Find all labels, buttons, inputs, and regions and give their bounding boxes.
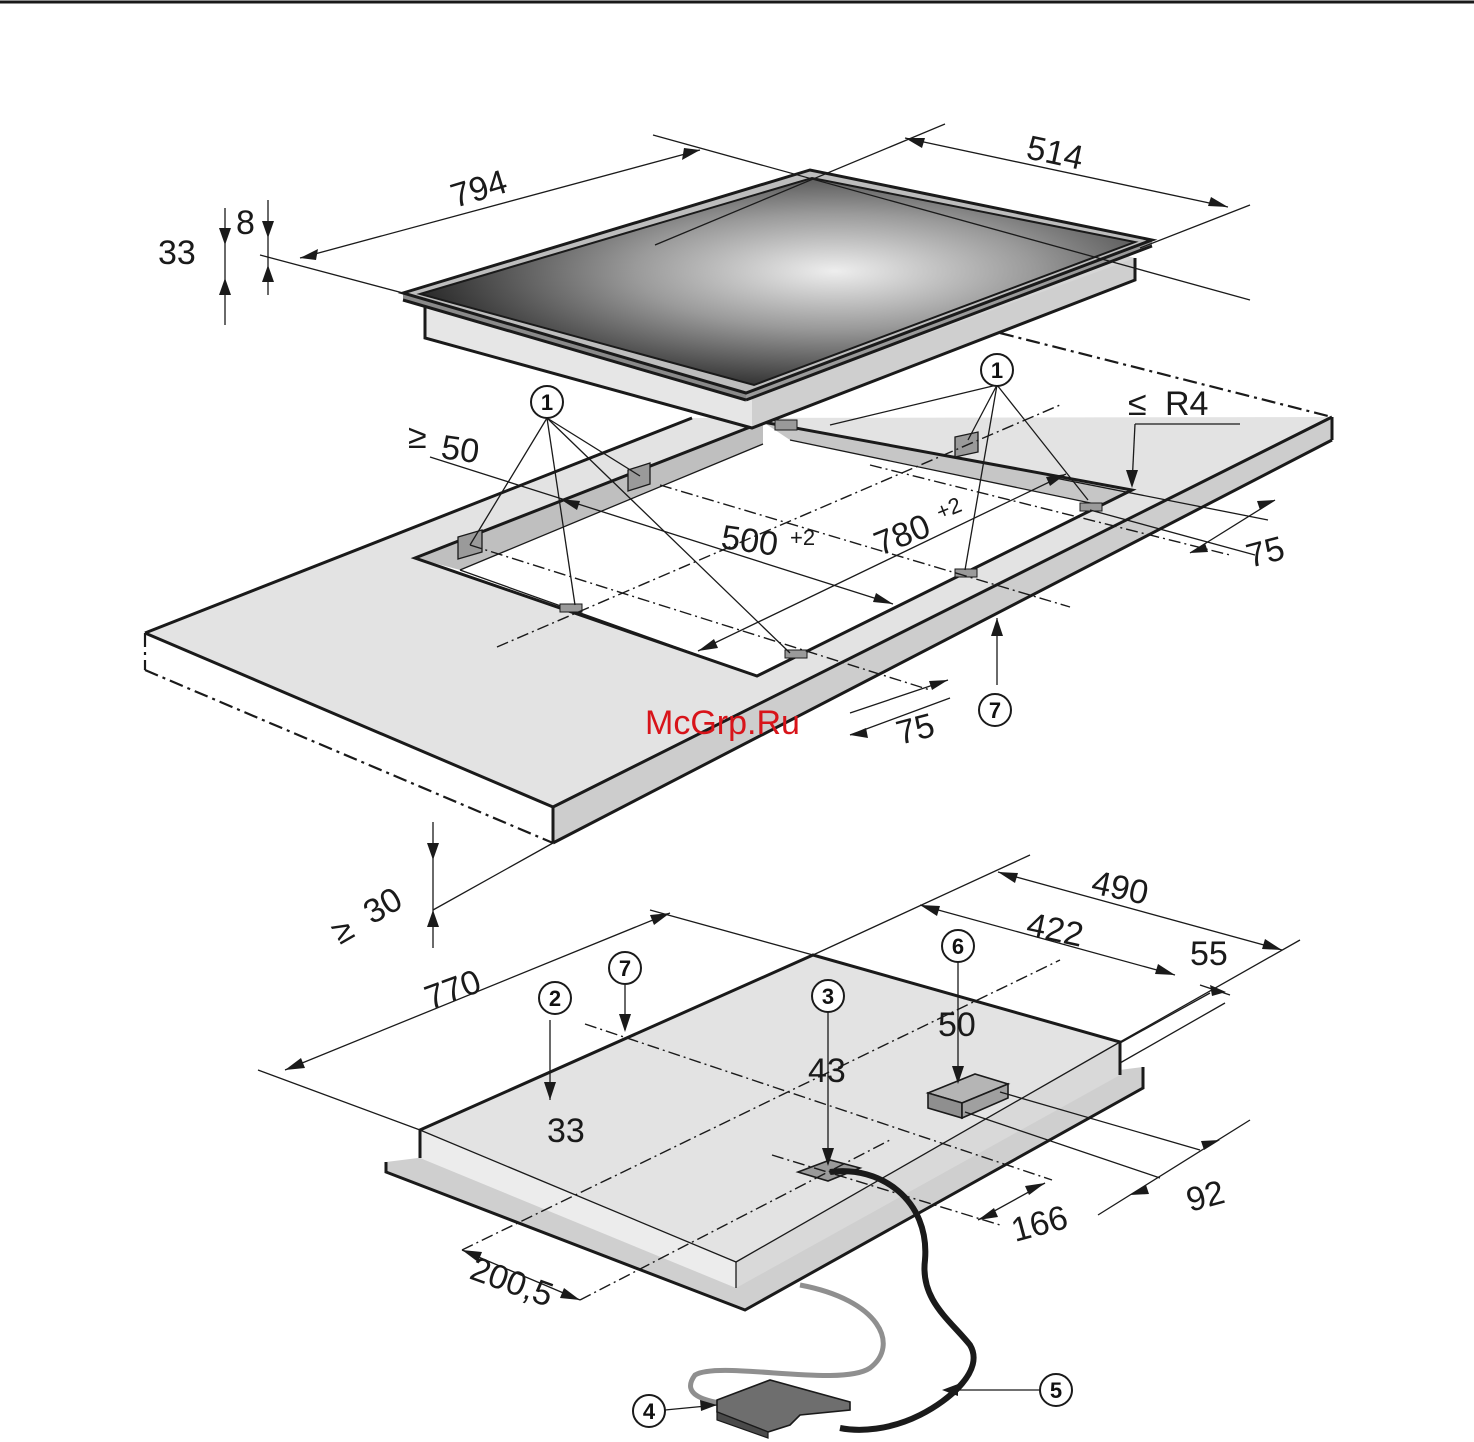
inner-depth-label: 422 (1023, 906, 1086, 955)
callout-4: 4 (633, 1395, 665, 1427)
svg-text:1: 1 (541, 390, 553, 415)
callout-2: 2 (539, 982, 571, 1014)
min-front-distance-label: 50 (439, 428, 482, 471)
body-width-label: 770 (420, 962, 486, 1017)
min-thickness-label: 30 (357, 880, 409, 932)
svg-text:5: 5 (1050, 1378, 1062, 1403)
hob (403, 170, 1152, 428)
hob-total-height-label: 33 (158, 234, 196, 272)
callout-3: 3 (812, 980, 844, 1012)
callout-5: 5 (1040, 1374, 1072, 1406)
terminal-box (717, 1380, 850, 1438)
cutout-depth-tolerance: +2 (790, 525, 815, 550)
connection-offset-label: 166 (1007, 1198, 1072, 1249)
callout-7-bottom: 7 (609, 952, 641, 984)
callout-1-right: 1 (981, 354, 1013, 386)
svg-text:7: 7 (619, 956, 631, 981)
connection-height-label: 43 (808, 1052, 846, 1090)
svg-text:7: 7 (989, 698, 1001, 723)
watermark: McGrp.Ru (645, 704, 800, 742)
min-thickness-symbol: ≥ (325, 910, 360, 952)
box-offset-label: 92 (1182, 1173, 1228, 1219)
body-height-label: 33 (547, 1112, 585, 1150)
clip-icon (560, 604, 582, 612)
callout-1-left: 1 (531, 386, 563, 418)
hob-depth-label: 514 (1023, 129, 1086, 178)
box-height-label: 50 (938, 1006, 976, 1044)
corner-radius-symbol: ≤ (1128, 385, 1147, 423)
svg-text:4: 4 (643, 1399, 656, 1424)
svg-text:6: 6 (952, 934, 964, 959)
callout-7-top: 7 (979, 694, 1011, 726)
callout-6: 6 (942, 930, 974, 962)
body-depth-label: 490 (1088, 864, 1151, 913)
clip-icon (775, 420, 797, 430)
svg-text:1: 1 (991, 358, 1003, 383)
svg-text:2: 2 (549, 986, 561, 1011)
hob-width-label: 794 (446, 163, 511, 216)
cable-offset-label: 200,5 (465, 1250, 558, 1315)
clip-offset-right-label: 75 (1242, 529, 1288, 575)
min-front-distance-symbol: ≥ (408, 418, 427, 456)
hob-glass-height-label: 8 (236, 204, 255, 242)
corner-radius-label: R4 (1165, 385, 1208, 423)
svg-text:3: 3 (822, 984, 834, 1009)
clip-offset-front-label: 75 (892, 706, 938, 752)
edge-offset-label: 55 (1190, 935, 1228, 973)
cutout-depth-label: 500 (719, 518, 780, 564)
